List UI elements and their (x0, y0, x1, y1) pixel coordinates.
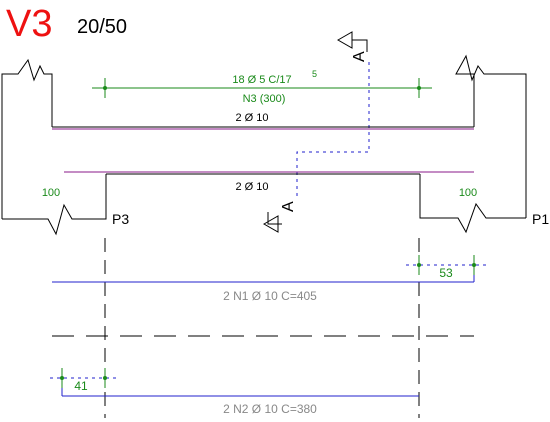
section-cut-line (296, 62, 370, 200)
n1-bar-label: 2 N1 Ø 10 C=405 (223, 289, 317, 303)
section-mark-label-top: A (351, 51, 368, 62)
left-support-width: 100 (42, 187, 60, 199)
n2-bar-label: 2 N2 Ø 10 C=380 (223, 402, 317, 416)
support-left-label: P3 (112, 211, 129, 227)
section-mark-label-bottom: A (280, 201, 297, 212)
support-right-label: P1 (532, 211, 549, 227)
right-support-width: 100 (459, 187, 477, 199)
n1-bar (52, 255, 488, 283)
section-mark-bottom: A (262, 201, 297, 233)
stirrup-label: 18 Ø 5 C/17 (232, 74, 291, 86)
top-bar-label: 2 Ø 10 (235, 112, 268, 124)
stirrup-line (92, 78, 432, 98)
bottom-bar-label: 2 Ø 10 (235, 181, 268, 193)
stirrup-hook: 5 (312, 69, 317, 79)
beam-outline (1, 54, 527, 236)
stirrup-position-label: N3 (300) (243, 93, 286, 105)
n2-anchor-length: 41 (74, 379, 88, 393)
support-axis-lines (104, 238, 420, 418)
beam-id: V3 (6, 3, 52, 45)
section-mark-top: A (336, 31, 368, 62)
n1-anchor-length: 53 (439, 266, 453, 280)
n2-bar (50, 368, 419, 397)
beam-section: 20/50 (77, 16, 127, 38)
